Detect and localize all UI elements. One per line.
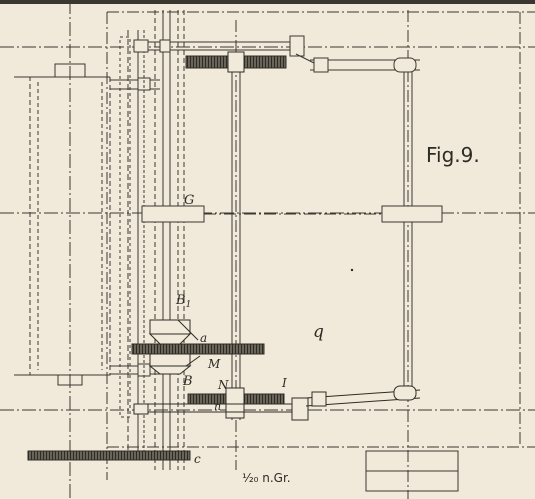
gear-assembly-B bbox=[131, 319, 265, 375]
top-edge bbox=[0, 0, 535, 4]
label-G: G bbox=[184, 193, 194, 208]
label-B1: B1 bbox=[175, 293, 191, 310]
top-lever bbox=[133, 35, 420, 73]
label-M: M bbox=[207, 357, 221, 371]
label-a: a bbox=[200, 331, 207, 345]
label-c: c bbox=[194, 452, 201, 466]
label-B: B bbox=[182, 374, 193, 389]
speck bbox=[350, 268, 354, 272]
gear-c bbox=[27, 450, 191, 461]
top-gear bbox=[185, 51, 287, 73]
shaft-B bbox=[119, 10, 185, 470]
shaft-right bbox=[403, 10, 413, 499]
label-I: I bbox=[281, 376, 287, 390]
drum bbox=[14, 63, 111, 386]
base-block bbox=[365, 450, 459, 492]
gear-assembly-N bbox=[133, 385, 421, 421]
bracket-G bbox=[141, 205, 443, 223]
label-n: n bbox=[214, 400, 221, 413]
scale-note: ¹⁄₂₀ n.Gr. bbox=[242, 471, 291, 485]
label-q: q bbox=[313, 322, 324, 342]
drum-shaft bbox=[110, 77, 160, 377]
label-N: N bbox=[217, 378, 229, 392]
figure-title: Fig.9. bbox=[426, 143, 480, 167]
